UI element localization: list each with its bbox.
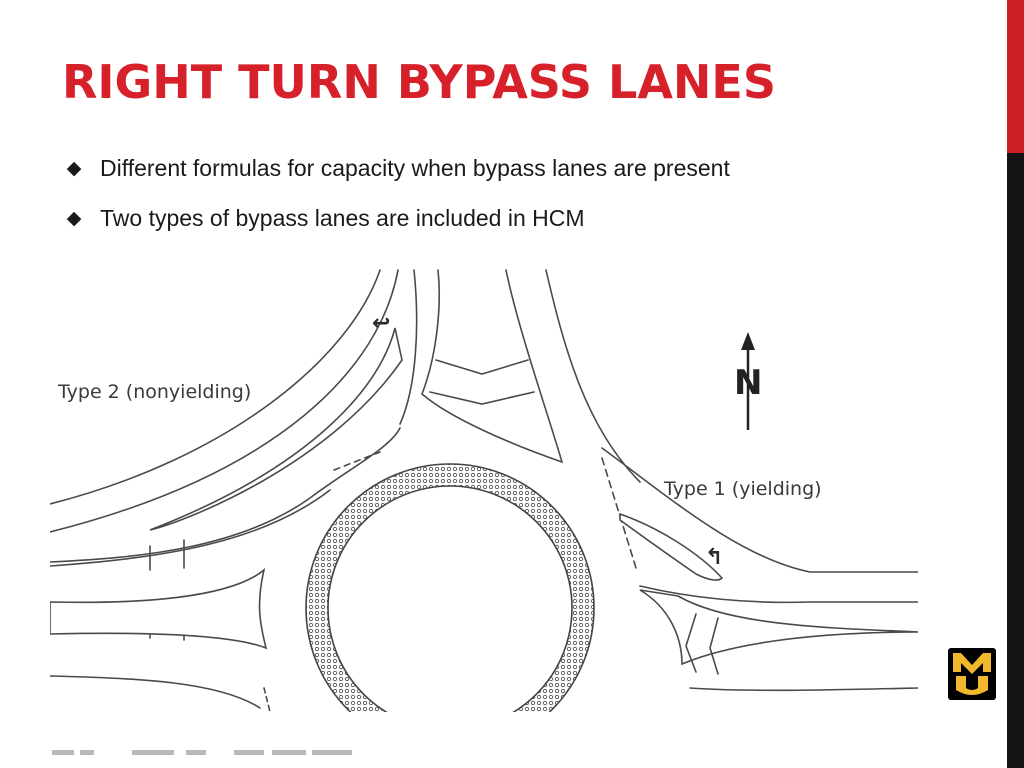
type1-label: Type 1 (yielding) [663,478,822,500]
east-exit-edge [689,687,918,692]
east-crosswalk-1 [685,613,697,673]
roundabout-diagram: ↩ ↰ N Type 2 (nonyielding) Type 1 (yield… [50,268,918,712]
bullet-text: Two types of bypass lanes are included i… [100,204,585,231]
north-crosswalk-2 [429,391,535,405]
svg-text:N: N [734,363,762,403]
east-crosswalk-2 [709,617,719,675]
ne-bypass-island [619,512,724,581]
central-island-inner [327,485,573,712]
mizzou-logo [948,648,996,700]
bullet-list: ◆ Different formulas for capacity when b… [62,150,730,250]
side-accent-bar-black [1007,153,1024,768]
west-circle-approach-upper [50,489,331,567]
west-exit-edge [50,675,261,709]
nw-bypass-inner-edge [50,269,399,533]
north-crosswalk-1 [435,359,529,375]
east-entry-edge [639,585,918,604]
side-accent-bar [1007,0,1024,768]
ne-bypass-outer-edge [601,447,918,573]
slide-title: RIGHT TURN BYPASS LANES [62,55,776,109]
west-splitter-island [50,567,268,650]
east-splitter-island [639,589,918,666]
west-entry-edge [50,427,401,563]
nw-bypass-island [149,327,403,531]
side-accent-bar-red [1007,0,1024,153]
north-outer-edge-right [545,269,641,483]
bullet-item: ◆ Different formulas for capacity when b… [62,150,730,186]
north-splitter-island [421,269,564,464]
bullet-item: ◆ Two types of bypass lanes are included… [62,200,730,236]
nw-bypass-outer-edge [50,269,381,505]
nw-yield-line [333,451,381,471]
diamond-bullet-icon: ◆ [66,207,82,229]
cropped-caption-fragment [52,745,372,755]
north-arrow-icon: N [734,332,762,430]
ne-yield-dashed-line [601,457,637,569]
diamond-bullet-icon: ◆ [66,157,82,179]
sw-dashed-line [263,687,271,712]
north-outer-edge-left [399,269,418,425]
type2-label: Type 2 (nonyielding) [57,381,251,403]
right-turn-arrow-icon: ↰ [705,545,723,570]
right-turn-arrow-icon: ↩ [372,311,390,336]
bullet-text: Different formulas for capacity when byp… [100,154,730,181]
